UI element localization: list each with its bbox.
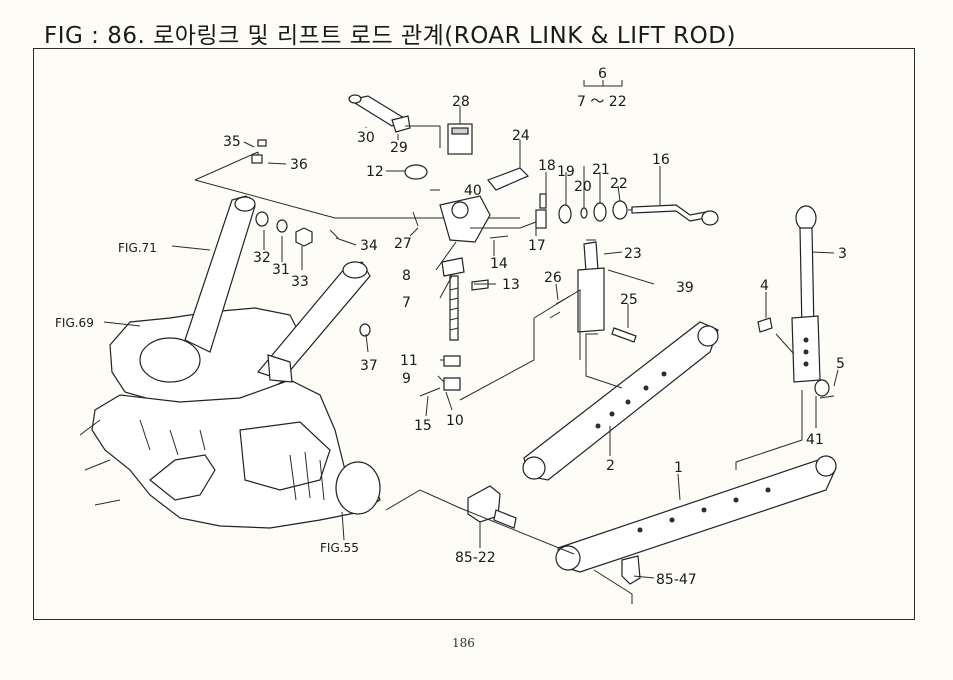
left-hardware (194, 139, 371, 337)
callout-16: 16 (652, 152, 670, 168)
callout-39: 39 (676, 280, 694, 296)
fig-71-ref: FIG.71 (118, 241, 157, 255)
callout-26: 26 (544, 270, 562, 286)
callout-9: 9 (402, 371, 411, 387)
callout-7: 7 (402, 295, 411, 311)
callout-30: 30 (357, 130, 375, 146)
callout-22: 22 (610, 176, 628, 192)
callout-35: 35 (223, 134, 241, 150)
callout-24: 24 (512, 128, 530, 144)
callout-20: 20 (574, 179, 592, 195)
callout-27: 27 (394, 236, 412, 252)
diagram-frame (33, 48, 915, 620)
page-title: FIG : 86. 로아링크 및 리프트 로드 관계(ROAR LINK & L… (44, 23, 736, 49)
callout-5: 5 (836, 356, 845, 372)
fig-55-ref: FIG.55 (320, 541, 359, 555)
fig-69-ref: FIG.69 (55, 316, 94, 330)
callout-40: 40 (464, 183, 482, 199)
lift-rod-23 (459, 239, 637, 401)
shaft-and-lever (535, 193, 719, 229)
callout-17: 17 (528, 238, 546, 254)
lift-arm-assembly (335, 94, 537, 397)
callout-33: 33 (291, 274, 309, 290)
callout-11: 11 (400, 353, 418, 369)
group-label-range: 7 ～ 22 (577, 94, 627, 110)
ref-85-47: 85-47 (656, 572, 697, 588)
group-label-top: 6 (598, 66, 607, 82)
callout-2: 2 (606, 458, 615, 474)
callout-29: 29 (390, 140, 408, 156)
callout-18: 18 (538, 158, 556, 174)
callout-14: 14 (490, 256, 508, 272)
lift-rod-3 (757, 205, 835, 399)
callout-32: 32 (253, 250, 271, 266)
callout-19: 19 (557, 164, 575, 180)
callout-28: 28 (452, 94, 470, 110)
callout-23: 23 (624, 246, 642, 262)
callout-31: 31 (272, 262, 290, 278)
page-number: 186 (452, 636, 475, 650)
leader-lines (103, 80, 839, 579)
callout-41: 41 (806, 432, 824, 448)
callout-13: 13 (502, 277, 520, 293)
lower-link-1 (555, 390, 837, 573)
callout-4: 4 (760, 278, 769, 294)
callout-21: 21 (592, 162, 610, 178)
callout-36: 36 (290, 157, 308, 173)
callout-37: 37 (360, 358, 378, 374)
callout-8: 8 (402, 268, 411, 284)
lower-link-2 (522, 321, 719, 481)
callout-25: 25 (620, 292, 638, 308)
callout-12: 12 (366, 164, 384, 180)
ref-85-22: 85-22 (455, 550, 496, 566)
callout-10: 10 (446, 413, 464, 429)
callout-34: 34 (360, 238, 378, 254)
callout-15: 15 (414, 418, 432, 434)
tractor-body-drawing (79, 195, 381, 529)
callout-1: 1 (674, 460, 683, 476)
bracket-85-22 (385, 485, 641, 604)
callout-3: 3 (838, 246, 847, 262)
